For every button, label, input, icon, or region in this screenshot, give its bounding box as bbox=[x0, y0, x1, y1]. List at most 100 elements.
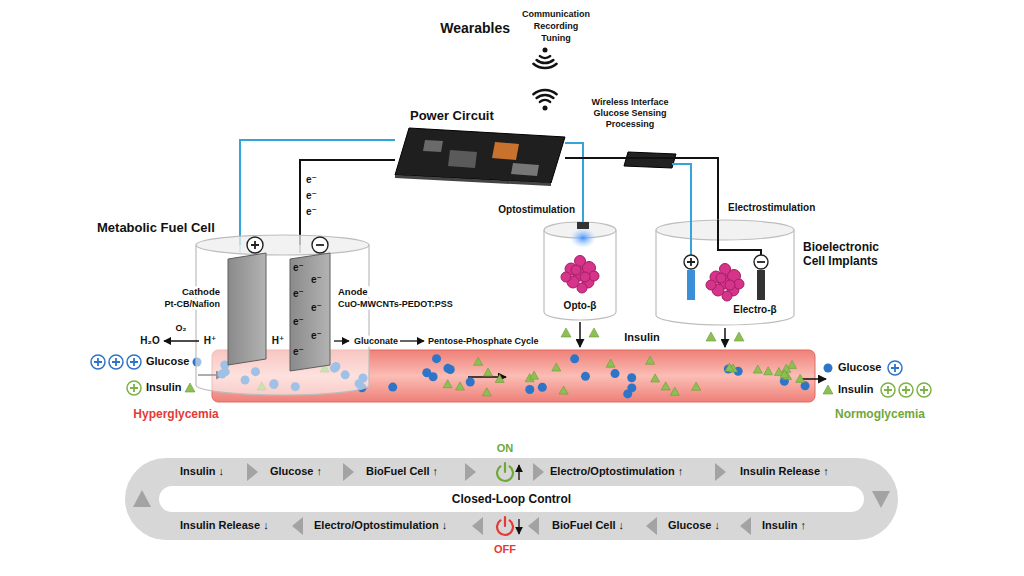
flow-chevron bbox=[472, 517, 483, 535]
diagram-label: Glucose bbox=[838, 361, 881, 374]
state-arrow bbox=[518, 465, 519, 480]
glucose-dot bbox=[429, 372, 438, 381]
cylinder-side bbox=[656, 230, 794, 315]
increase-sign bbox=[112, 358, 120, 366]
minus-terminal bbox=[312, 237, 328, 253]
beta-cell bbox=[706, 280, 716, 290]
label-slot: H⁺ bbox=[204, 335, 217, 347]
text-slot: Electrostimulation bbox=[728, 202, 815, 214]
terminal-ring bbox=[754, 255, 768, 269]
label-slot: e⁻ bbox=[306, 190, 317, 202]
diagram-label: Electro/Optostimulation ↓ bbox=[314, 519, 447, 532]
insulin-triangle bbox=[753, 365, 762, 373]
increase-sign bbox=[94, 358, 102, 366]
node-outline bbox=[195, 235, 370, 395]
increase-ring bbox=[899, 383, 913, 397]
increase-icon bbox=[899, 383, 913, 397]
label-slot: Insulin Release ↓ bbox=[180, 519, 269, 532]
flow-chevron bbox=[343, 463, 354, 481]
insulin-triangle bbox=[692, 382, 701, 390]
insulin-triangle bbox=[782, 364, 791, 372]
beta-cell-cluster bbox=[561, 256, 599, 294]
insulin-triangle bbox=[589, 328, 599, 337]
cathode-electrode: CathodePt-CB/Nafion bbox=[228, 253, 266, 365]
power-icon bbox=[497, 463, 513, 481]
chip-component bbox=[492, 142, 519, 160]
beta-cell bbox=[716, 273, 726, 283]
circuit-board bbox=[395, 128, 565, 183]
diagram-label: e⁻ bbox=[311, 302, 322, 314]
text-slot: Closed-Loop Control bbox=[452, 492, 571, 506]
increase-sign bbox=[902, 386, 910, 394]
diagram-label: O₂ bbox=[176, 323, 187, 334]
insulin-triangle bbox=[823, 385, 833, 394]
wire-connector bbox=[624, 152, 676, 168]
diagram-label: H₂O bbox=[140, 335, 159, 347]
insulin-triangle bbox=[670, 387, 679, 395]
increase-ring bbox=[109, 355, 123, 369]
label-slot: e⁻ bbox=[293, 288, 304, 300]
text-slot: Optostimulation bbox=[498, 204, 575, 216]
node-heading: Electrostimulation bbox=[728, 202, 815, 214]
increase-ring bbox=[91, 355, 105, 369]
wireless-arc bbox=[537, 95, 554, 98]
label-slot: O₂ bbox=[176, 323, 187, 334]
diagram-label: Hyperglycemia bbox=[133, 407, 218, 421]
diagram-label: e⁻ bbox=[293, 346, 304, 358]
diagram-label: Electro/Optostimulation ↑ bbox=[550, 465, 683, 478]
diagram-label: OFF bbox=[494, 543, 516, 556]
beta-cell bbox=[561, 272, 571, 282]
wireless-icon bbox=[533, 48, 556, 111]
electrode-plate bbox=[290, 253, 330, 371]
glucose-dot bbox=[824, 364, 833, 373]
glucose-dot bbox=[525, 385, 534, 394]
diagram-label: Pentose-Phosphate Cycle bbox=[428, 336, 539, 347]
label-slot: e⁻ bbox=[311, 302, 322, 314]
label-slot: BioFuel Cell ↓ bbox=[552, 519, 624, 532]
label-slot: Glucose bbox=[838, 361, 881, 374]
power-bar bbox=[504, 463, 506, 472]
light-glow bbox=[570, 228, 596, 248]
insulin-triangle bbox=[796, 374, 805, 382]
flow-chevron bbox=[740, 517, 751, 535]
terminal-sign bbox=[757, 261, 765, 263]
diagram-label: Wearables bbox=[440, 20, 510, 37]
node-outline bbox=[395, 128, 565, 183]
beta-cell bbox=[580, 272, 590, 282]
terminal-ring bbox=[312, 237, 328, 253]
wireless-arc bbox=[533, 64, 556, 68]
insulin-triangle bbox=[788, 360, 797, 368]
label-slot: Recording bbox=[534, 21, 579, 32]
anode-electrode bbox=[687, 270, 695, 300]
text-slot: Anode bbox=[336, 286, 370, 297]
flow-chevron bbox=[533, 463, 544, 481]
insulin-triangle bbox=[734, 332, 744, 341]
flow-chevron bbox=[292, 517, 303, 535]
increase-sign bbox=[130, 358, 138, 366]
label-slot: Normoglycemia bbox=[835, 407, 925, 421]
beta-cell bbox=[722, 291, 732, 301]
label-slot: e⁻ bbox=[306, 174, 317, 186]
fuel-cell-cylinder: Metabolic Fuel CellCathodePt-CB/NafionAn… bbox=[195, 235, 370, 395]
wireless-arc bbox=[540, 56, 550, 58]
diagram-label: Communication bbox=[522, 9, 590, 20]
increase-sign bbox=[884, 386, 892, 394]
power-circuit-board: Power CircuitWireless Interface Glucose … bbox=[395, 128, 565, 183]
insulin-triangle bbox=[552, 363, 561, 371]
increase-icon bbox=[109, 355, 123, 369]
diagram-label: Insulin ↓ bbox=[180, 465, 224, 478]
label-slot: Gluconate bbox=[352, 336, 400, 347]
cylinder-top bbox=[196, 235, 369, 255]
insulin-triangle bbox=[443, 380, 452, 388]
light-source bbox=[577, 222, 589, 229]
inner-wire bbox=[718, 220, 761, 255]
label-slot: Insulin Release ↑ bbox=[740, 465, 829, 478]
label-slot: Insulin bbox=[624, 331, 659, 344]
label-slot: e⁻ bbox=[306, 206, 317, 218]
diagram-label: e⁻ bbox=[293, 316, 304, 328]
insulin-triangle bbox=[661, 382, 670, 390]
insulin-triangle bbox=[484, 368, 493, 376]
insulin-triangle bbox=[559, 386, 568, 394]
